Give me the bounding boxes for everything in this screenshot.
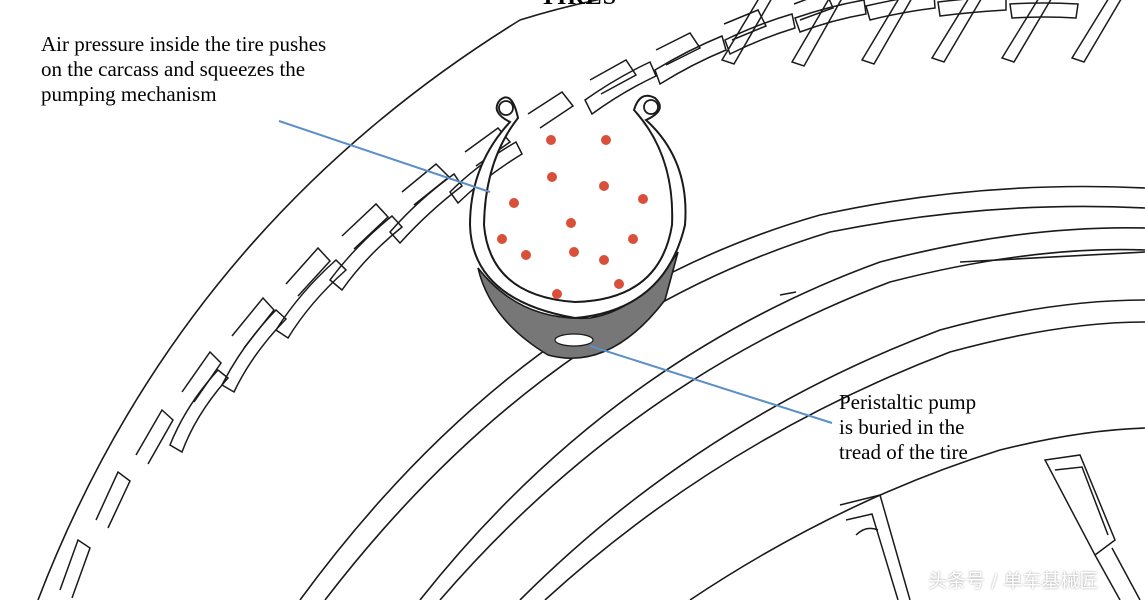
annotation-line: tread of the tire: [839, 440, 968, 464]
tread-pump-body: [477, 251, 679, 359]
annotation-line: pumping mechanism: [41, 82, 217, 106]
annotation-line: on the carcass and squeezes the: [41, 57, 306, 81]
bead-left: [498, 100, 514, 116]
air-pressure-dots: [497, 135, 648, 299]
leader-line-pump: [589, 345, 833, 424]
tire-carcass-cross-section: [468, 94, 687, 320]
annotation-air-pressure: Air pressure inside the tire pushes on t…: [41, 32, 326, 107]
annotation-peristaltic-pump: Peristaltic pump is buried in the tread …: [839, 390, 976, 465]
leader-line-pressure: [278, 120, 491, 193]
annotation-line: Air pressure inside the tire pushes: [41, 32, 327, 56]
peristaltic-pump-channel: [554, 333, 594, 347]
tire-outer-edge: [37, 0, 601, 600]
annotation-line: is buried in the: [839, 415, 965, 439]
annotation-line: Peristaltic pump: [839, 390, 977, 414]
tread-sipes-right: [720, 0, 1122, 67]
sidewall-arcs: [299, 185, 1145, 600]
bead-right: [643, 99, 659, 115]
page-heading: TIRES: [540, 0, 617, 11]
spoke-nipples: [839, 454, 1141, 600]
watermark: 头条号 / 单车基械匠: [928, 570, 1099, 592]
